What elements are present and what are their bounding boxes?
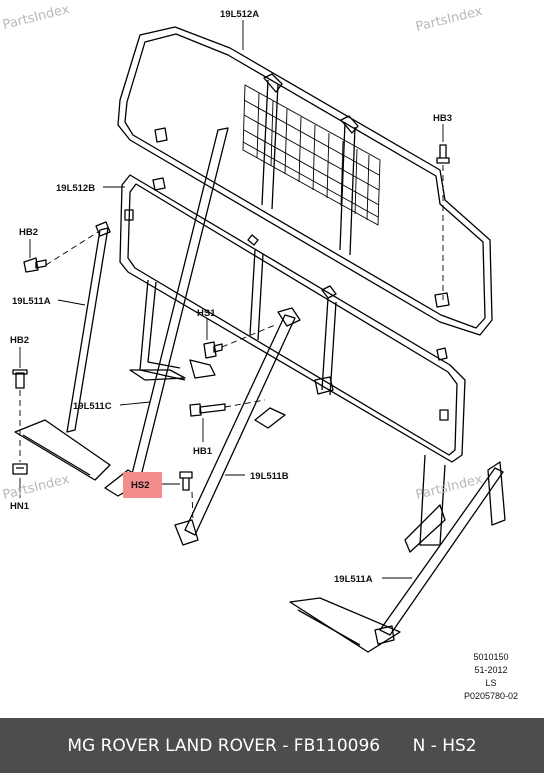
upper-guard-frame (117, 26, 493, 336)
label-hb2-top: HB2 (19, 227, 38, 238)
strut-19L511A-left (14, 221, 111, 481)
label-hs2: HS2 (131, 480, 149, 491)
bolt-hb2-mid (12, 369, 28, 389)
meta-line-3: LS (485, 678, 497, 688)
leader-lines (19, 20, 444, 579)
footer-bar: MG ROVER LAND ROVER - FB110096 N - HS2 (0, 718, 544, 773)
label-hn1: HN1 (10, 501, 30, 512)
label-19L512B: 19L512B (56, 183, 95, 194)
label-19L511C: 19L511C (73, 401, 112, 412)
label-hb2-mid: HB2 (10, 335, 29, 346)
meta-line-1: 5010150 (473, 652, 509, 662)
lower-guard-frame (119, 174, 466, 553)
bolt-hb2-top (23, 257, 47, 273)
strut-19L511A-right (289, 461, 506, 653)
meta-line-2: 51-2012 (474, 665, 508, 675)
upper-mesh (242, 84, 381, 226)
label-hb3: HB3 (433, 113, 452, 124)
screw-hs2 (179, 471, 193, 491)
footer-title: MG ROVER LAND ROVER - FB110096 (67, 735, 381, 756)
drawing-meta: 5010150 51-2012 LS P0205780-02 (456, 652, 526, 701)
meta-line-4: P0205780-02 (463, 691, 519, 701)
label-19L512A: 19L512A (220, 9, 259, 20)
hs2-highlight (123, 472, 162, 498)
strut-19L511B (174, 307, 301, 546)
parts-diagram: 19L512A 19L512B HB3 HB2 19L511A HB2 HS1 … (10, 9, 506, 653)
screw-hs1 (203, 341, 223, 359)
footer-part: N - HS2 (412, 735, 477, 756)
label-hs1: HS1 (197, 308, 216, 319)
label-19L511B: 19L511B (250, 471, 289, 482)
bolt-hb1 (189, 403, 226, 417)
label-19L511A-right: 19L511A (334, 574, 373, 585)
bolt-hb3 (436, 144, 450, 164)
assembly-lines (19, 165, 444, 523)
label-hb1: HB1 (193, 446, 213, 457)
label-19L511A-left: 19L511A (12, 296, 51, 307)
nut-hn1 (12, 463, 28, 475)
